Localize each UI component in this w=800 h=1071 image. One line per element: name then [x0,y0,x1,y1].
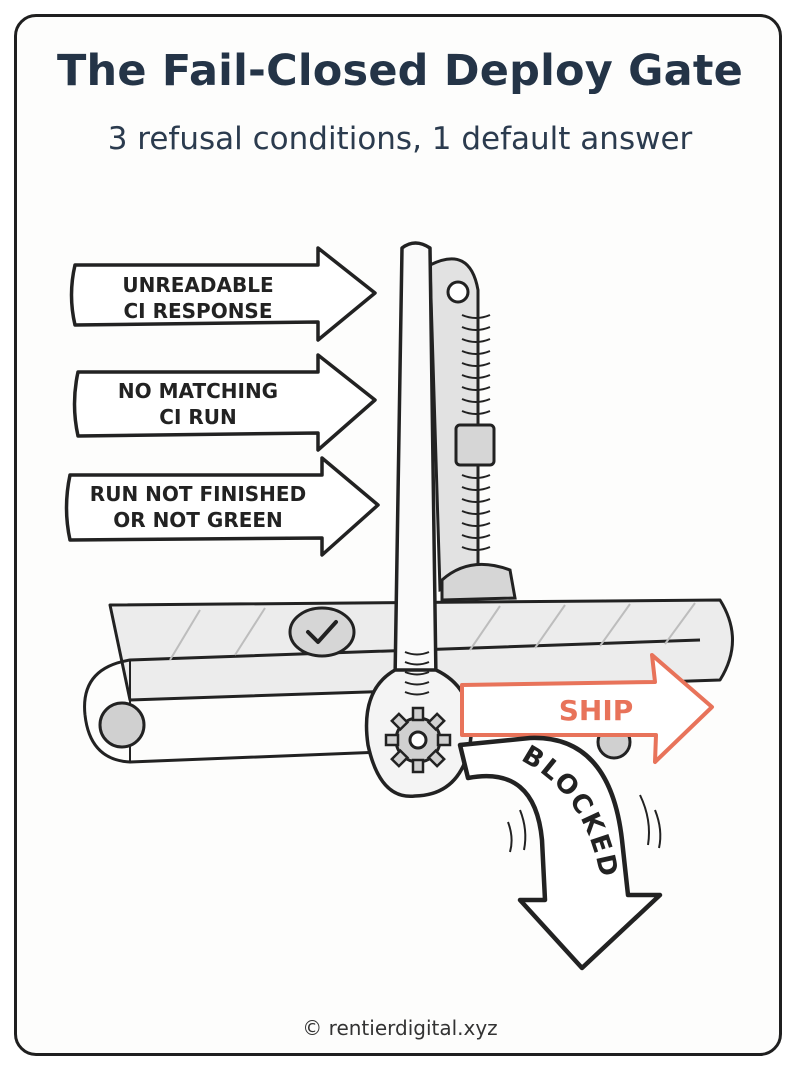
condition-1-line2: CI RESPONSE [123,299,272,323]
spring-mechanism [428,257,517,602]
condition-arrow-3: RUN NOT FINISHED OR NOT GREEN [64,456,380,557]
ship-label: SHIP [559,694,634,727]
belt-roller-left [98,701,146,749]
gear-icon [384,706,452,774]
footer-credit: © rentierdigital.xyz [302,1016,498,1040]
condition-3-line2: OR NOT GREEN [113,508,283,532]
condition-2-line1: NO MATCHING [118,379,278,403]
page-title: The Fail-Closed Deploy Gate [57,46,743,96]
condition-arrow-2: NO MATCHING CI RUN [72,353,377,452]
page-subtitle: 3 refusal conditions, 1 default answer [107,121,693,157]
condition-arrow-1: UNREADABLE CI RESPONSE [69,246,377,342]
condition-1-line1: UNREADABLE [122,273,273,297]
check-badge-icon [288,606,356,658]
ship-arrow: SHIP [460,653,714,764]
condition-2-line2: CI RUN [159,405,236,429]
blocked-arrow: BLOCKED [457,735,663,971]
condition-3-line1: RUN NOT FINISHED [90,482,306,506]
